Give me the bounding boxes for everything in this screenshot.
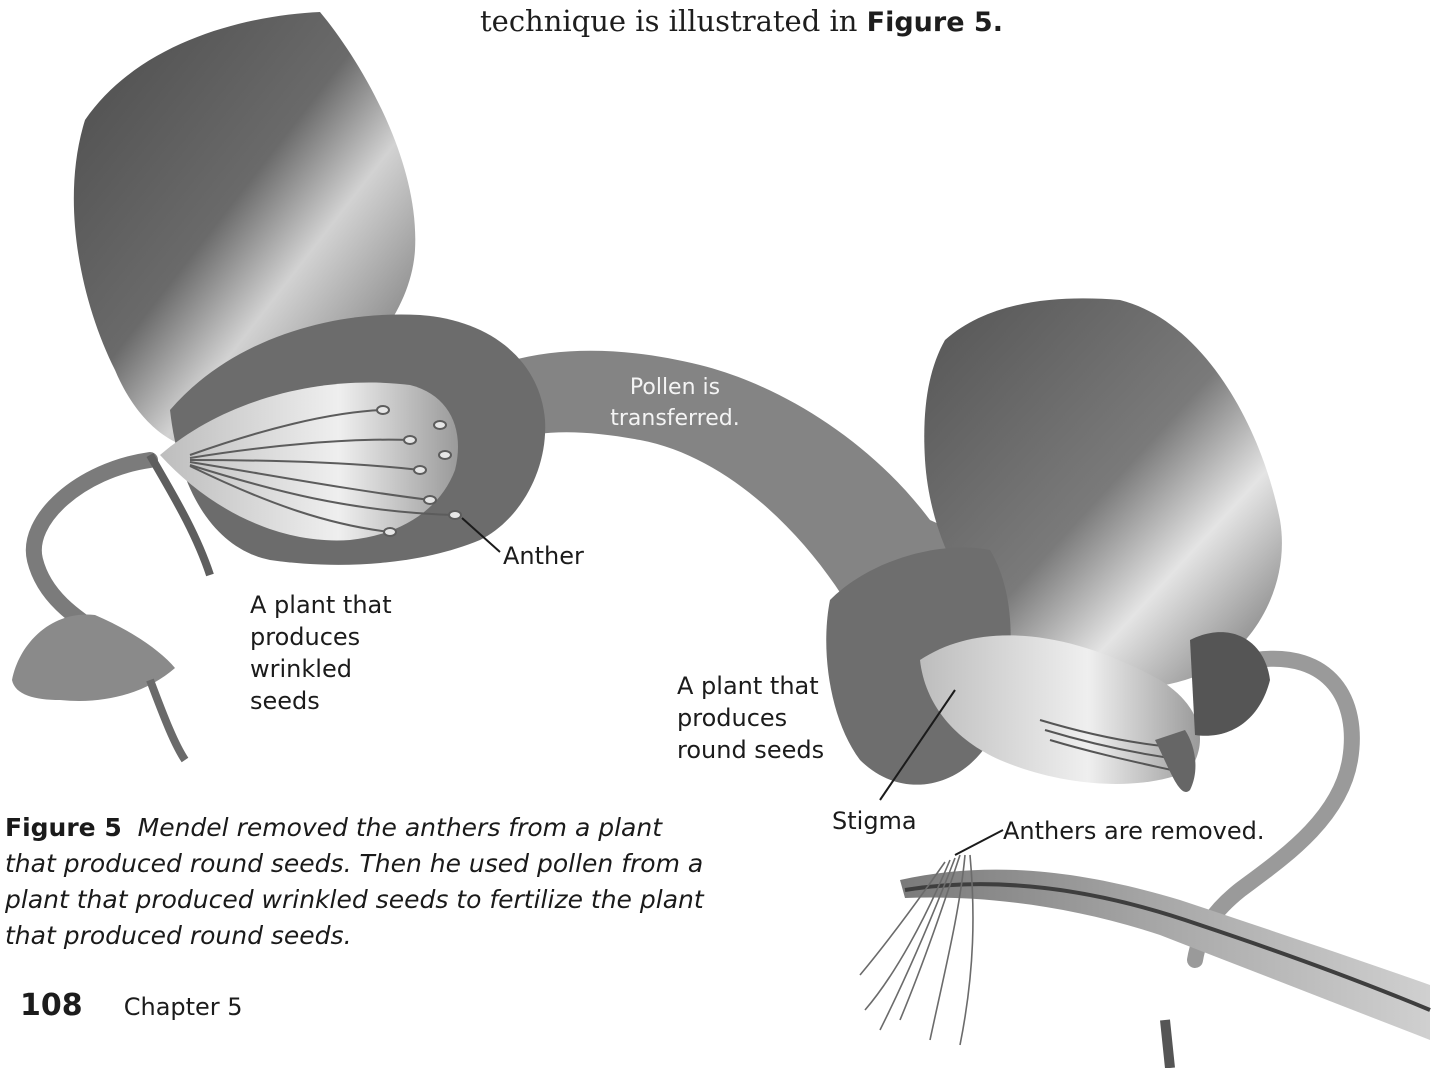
- anther-label: Anther: [503, 540, 584, 572]
- stigma-label: Stigma: [832, 805, 917, 837]
- tweezers: [900, 870, 1430, 1040]
- page-footer: 108 Chapter 5: [20, 988, 243, 1023]
- intro-text-before: technique is illustrated in: [480, 4, 867, 38]
- page-number: 108: [20, 988, 83, 1023]
- left-flower-stem: [34, 460, 150, 640]
- pollen-transferred-label: Pollen is transferred.: [595, 372, 755, 434]
- anthers-removed-label: Anthers are removed.: [1003, 815, 1264, 847]
- figure-caption: Figure 5 Mendel removed the anthers from…: [5, 810, 720, 954]
- intro-text: technique is illustrated in Figure 5.: [480, 4, 1040, 38]
- anthers-removed-leader-line: [955, 830, 1003, 855]
- figure-caption-label: Figure 5: [5, 813, 122, 842]
- wrinkled-plant-label: A plant that produces wrinkled seeds: [250, 589, 425, 717]
- figure-reference: Figure 5.: [867, 7, 1003, 38]
- round-plant-label: A plant that produces round seeds: [677, 670, 852, 766]
- chapter-label: Chapter 5: [124, 993, 243, 1021]
